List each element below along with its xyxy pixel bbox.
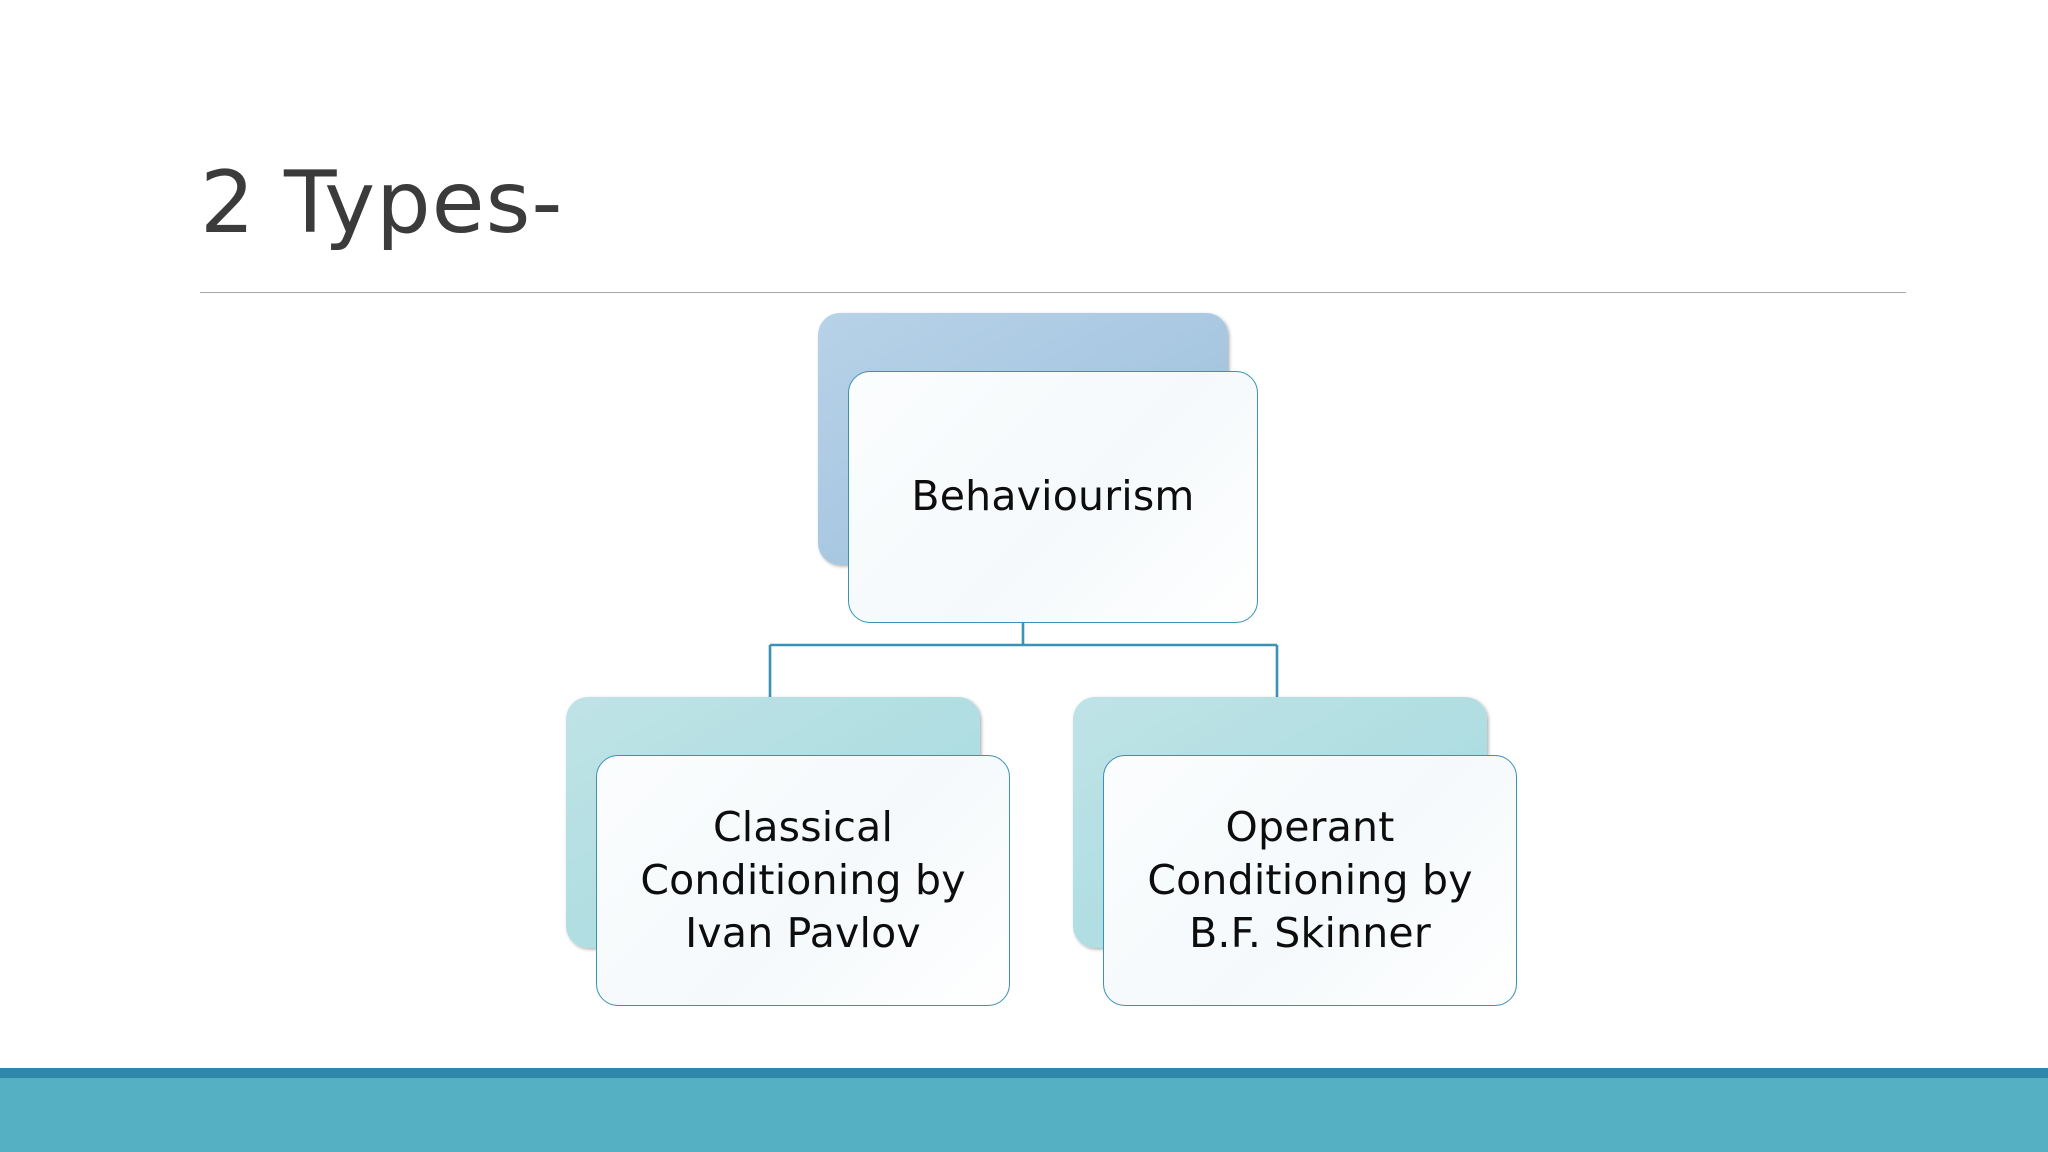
footer-band-light <box>0 1078 2048 1152</box>
org-node-label: Behaviourism <box>911 472 1195 521</box>
org-node-operant-conditioning[interactable]: Operant Conditioning by B.F. Skinner <box>1073 697 1517 1006</box>
org-node-label: Operant Conditioning by B.F. Skinner <box>1147 802 1473 958</box>
page-title: 2 Types- <box>200 153 564 253</box>
title-divider <box>200 292 1906 293</box>
org-node-label: Classical Conditioning by Ivan Pavlov <box>640 802 966 958</box>
org-node-card[interactable]: Operant Conditioning by B.F. Skinner <box>1103 755 1517 1006</box>
org-node-behaviourism[interactable]: Behaviourism <box>818 313 1258 623</box>
title-block: 2 Types- <box>200 158 1906 293</box>
org-node-card[interactable]: Classical Conditioning by Ivan Pavlov <box>596 755 1010 1006</box>
org-node-classical-conditioning[interactable]: Classical Conditioning by Ivan Pavlov <box>566 697 1010 1006</box>
footer-band-dark <box>0 1068 2048 1078</box>
org-node-card[interactable]: Behaviourism <box>848 371 1258 623</box>
